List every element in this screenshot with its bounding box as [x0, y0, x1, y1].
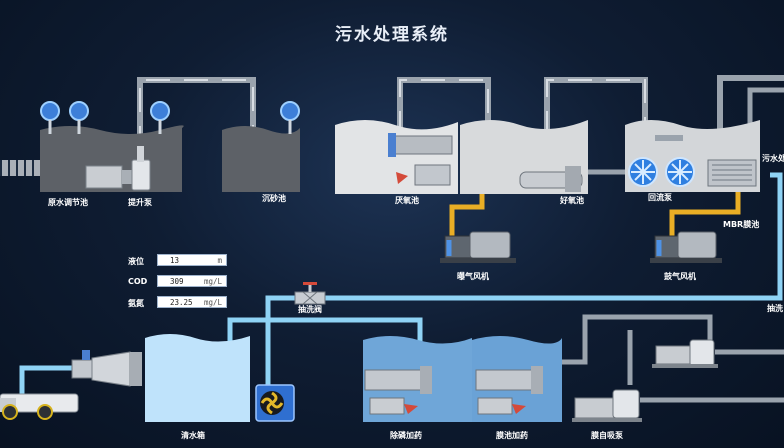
clear-tank	[145, 334, 250, 422]
grit-tank	[222, 126, 300, 192]
reading-value-cod: 309	[170, 277, 184, 286]
dosing-mixer-icon	[364, 366, 543, 415]
reading-value-ammonia: 23.25	[170, 298, 193, 307]
label-phosphorus-dosing: 除磷加药	[390, 431, 422, 440]
self-priming-pump-icon	[572, 339, 718, 422]
label-return-pump: 回流泵	[648, 193, 672, 202]
label-grit-tank: 沉砂池	[262, 194, 286, 203]
pipe-to-outlet	[19, 365, 88, 395]
reading-label-level: 液位	[128, 257, 144, 266]
pipe-dose-right	[560, 314, 713, 365]
return-pump-fan-icon	[628, 135, 695, 187]
pipe-anaerobic-to-aerobic-flow	[399, 79, 489, 140]
reading-unit-cod: mg/L	[203, 277, 222, 286]
pipe-lift-to-grit-flow	[139, 79, 254, 150]
pipe-backwash-clear	[227, 317, 268, 345]
label-clear-tank: 清水箱	[181, 431, 205, 440]
pipe-air-aeration	[449, 190, 485, 240]
reading-box-cod: 309 mg/L	[157, 275, 227, 287]
pipe-backwash	[265, 172, 783, 392]
label-mbr-tank: MBR膜池	[723, 220, 760, 229]
label-regulating-tank: 原水调节池	[48, 198, 88, 207]
label-lift-pump: 提升泵	[128, 198, 152, 207]
pressure-gauge-icon	[40, 101, 300, 134]
label-aerobic-tank: 好氧池	[560, 196, 584, 205]
mbr-module-icon	[707, 159, 757, 187]
reading-box-ammonia: 23.25 mg/L	[157, 296, 227, 308]
reading-unit-level: m	[217, 256, 222, 265]
anaerobic-mixer-icon	[388, 133, 453, 186]
label-aeration-fan: 曝气风机	[457, 272, 489, 281]
page-title: 污水处理系统	[335, 25, 449, 45]
aeration-blower-icon	[440, 231, 516, 263]
mbr-blower-icon	[650, 231, 722, 263]
label-self-priming-pump: 膜自吸泵	[591, 431, 623, 440]
reading-label-cod: COD	[128, 277, 148, 286]
backwash-valve-icon	[294, 282, 326, 305]
aerobic-diffuser-icon	[519, 166, 583, 192]
label-sewage-out: 污水处	[762, 154, 784, 163]
lift-pump-icon	[85, 146, 151, 191]
label-anaerobic-fan: 鼓气风机	[664, 272, 696, 281]
pipe-aerobic-to-mbr	[544, 77, 648, 150]
blowers	[440, 231, 722, 263]
pipe-mbr-out	[717, 75, 784, 140]
reading-box-level: 13 m	[157, 254, 227, 266]
outlet-flowmeter-icon	[71, 350, 142, 387]
truck-icon	[0, 393, 79, 420]
label-membrane-dosing: 膜池加药	[496, 431, 528, 440]
label-pump-right: 抽洗	[767, 304, 783, 313]
pipe-air-mbr	[669, 190, 741, 240]
label-anaerobic-tank: 厌氧池	[395, 196, 419, 205]
equipment-bottom	[0, 339, 718, 422]
equipment-top	[40, 101, 757, 192]
reading-value-level: 13	[170, 256, 180, 265]
pipe-backwash-dose	[268, 317, 423, 345]
cooling-fan-icon	[255, 384, 295, 422]
label-backwash-valve: 抽洗阀	[298, 305, 322, 314]
reading-label-ammonia: 氨氮	[128, 299, 144, 308]
reading-unit-ammonia: mg/L	[203, 298, 222, 307]
